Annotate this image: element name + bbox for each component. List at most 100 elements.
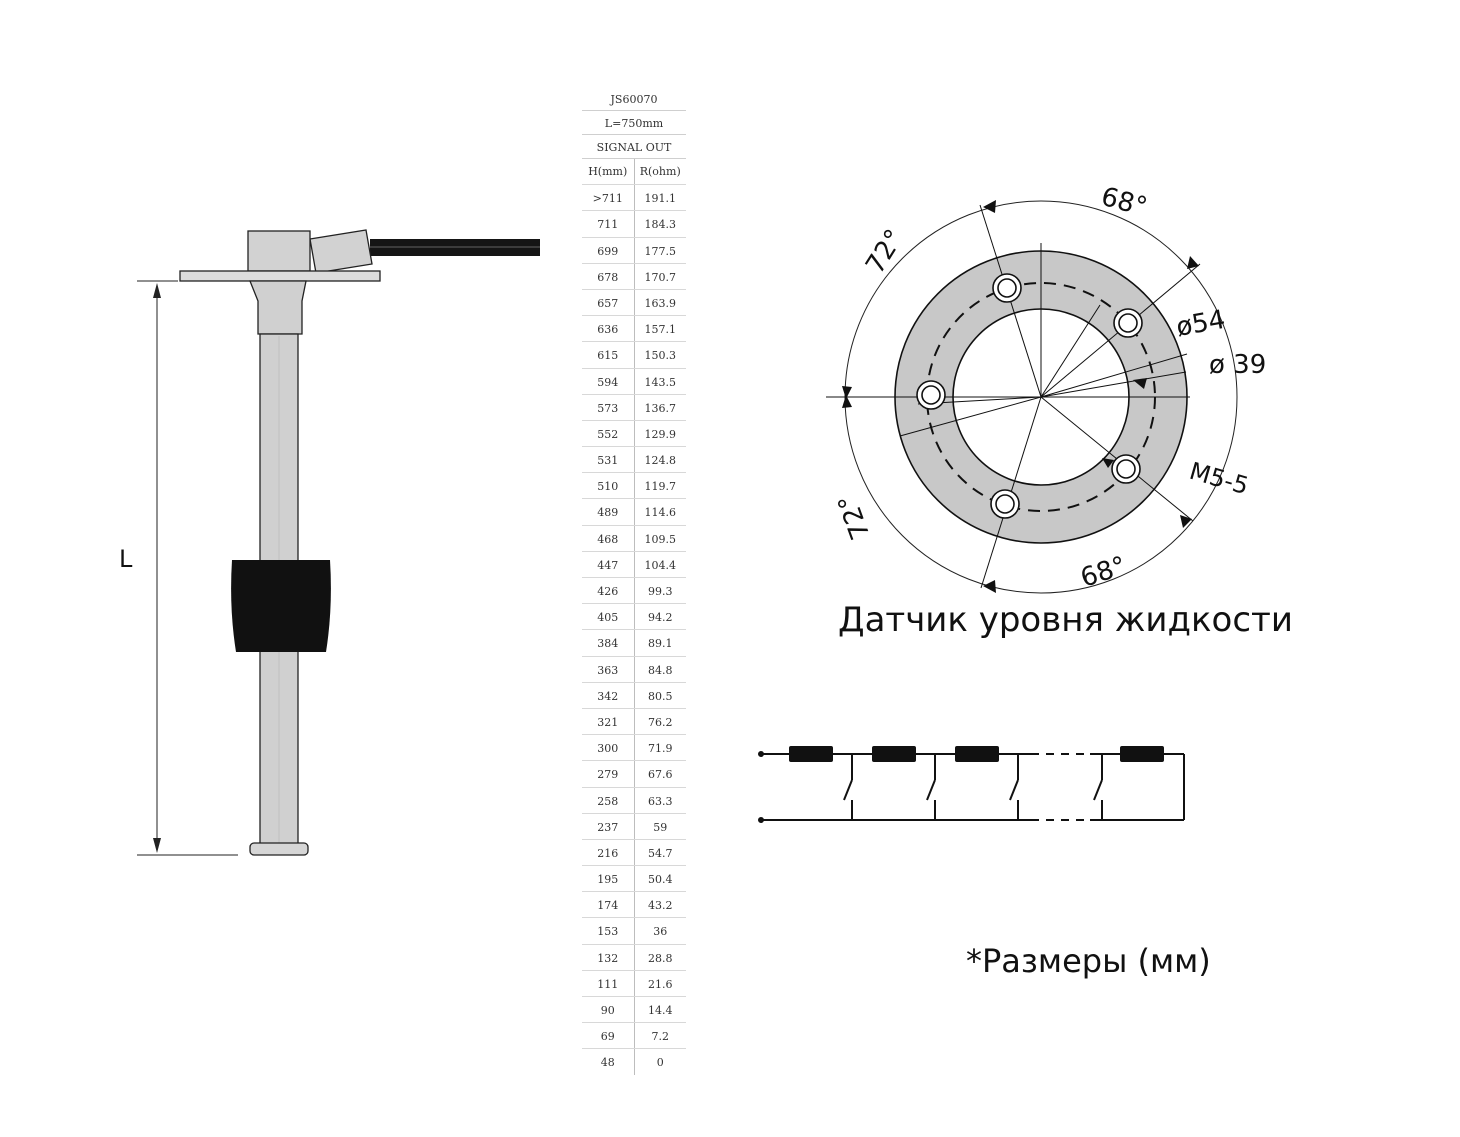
- column-header: H(mm): [582, 159, 635, 185]
- outer-diameter-label: ø54: [1174, 305, 1227, 343]
- height-cell: 237: [582, 813, 635, 839]
- height-cell: 69: [582, 1023, 635, 1049]
- angle-label-top-left: 72°: [860, 224, 910, 279]
- resistance-table: JS60070 L=750mm SIGNAL OUT H(mm) R(ohm) …: [582, 88, 686, 1075]
- height-cell: 573: [582, 394, 635, 420]
- resistance-cell: 71.9: [648, 742, 673, 756]
- height-cell: 342: [582, 682, 635, 708]
- table-row: 237 59: [582, 813, 686, 840]
- resistance-cell: 99.3: [648, 585, 673, 598]
- inner-diameter-label: ø 39: [1209, 350, 1266, 380]
- resistance-cell: 119.7: [644, 480, 677, 494]
- table-row: 552 129.9: [582, 420, 686, 448]
- resistance-cell: 89.1: [648, 637, 673, 651]
- resistance-cell: 28.8: [648, 951, 673, 965]
- resistance-cell: 104.4: [644, 558, 677, 572]
- table-length: L=750mm: [582, 111, 686, 135]
- table-row: >711 191.1: [582, 185, 686, 212]
- height-cell: 489: [582, 499, 635, 525]
- table-signal: SIGNAL OUT: [582, 135, 686, 159]
- height-cell: 426: [582, 578, 635, 604]
- column-header: R(ohm): [639, 165, 681, 178]
- height-cell: 363: [582, 656, 635, 682]
- height-cell: 258: [582, 787, 635, 813]
- resistance-cell: 191.1: [644, 192, 677, 206]
- height-cell: 699: [582, 237, 635, 263]
- resistance-cell: 143.5: [644, 375, 677, 389]
- height-cell: 216: [582, 839, 635, 866]
- table-row: 711 184.3: [582, 211, 686, 238]
- resistance-cell: 84.8: [648, 663, 673, 677]
- resistance-cell: 76.2: [648, 715, 673, 729]
- height-cell: 594: [582, 368, 635, 394]
- resistance-cell: 184.3: [644, 218, 677, 232]
- height-cell: 510: [582, 473, 635, 499]
- table-row: 489 114.6: [582, 499, 686, 526]
- height-cell: 468: [582, 525, 635, 551]
- table-row: 405 94.2: [582, 604, 686, 631]
- flange-top-view: 68° 72° 72° 68° ø54 ø 39 M5-5: [826, 182, 1266, 594]
- height-cell: 447: [582, 551, 635, 577]
- height-cell: 552: [582, 420, 635, 447]
- resistance-cell: 177.5: [644, 244, 677, 258]
- table-row: 132 28.8: [582, 944, 686, 971]
- height-cell: 531: [582, 447, 635, 473]
- height-cell: 405: [582, 604, 635, 630]
- table-row: 447 104.4: [582, 551, 686, 578]
- diagram-title: Датчик уровня жидкости: [838, 600, 1293, 640]
- height-cell: 711: [582, 211, 635, 237]
- sensor-head: [247, 230, 311, 272]
- resistance-cell: 43.2: [648, 899, 673, 913]
- bolt-hole: [1113, 308, 1143, 338]
- end-cap: [249, 842, 309, 856]
- height-cell: >711: [582, 185, 635, 211]
- connector: [309, 229, 373, 274]
- table-row: 384 89.1: [582, 630, 686, 657]
- angle-label-top-right: 68°: [1098, 182, 1150, 223]
- height-cell: 384: [582, 630, 635, 656]
- resistance-cell: 150.3: [644, 349, 677, 363]
- resistance-cell: 7.2: [651, 1030, 670, 1044]
- height-cell: 90: [582, 997, 635, 1023]
- resistance-cell: 170.7: [644, 270, 677, 284]
- table-row: 363 84.8: [582, 656, 686, 683]
- resistance-cell: 124.8: [644, 454, 677, 468]
- resistance-cell: 136.7: [644, 401, 677, 415]
- resistor: [789, 746, 833, 762]
- height-cell: 195: [582, 866, 635, 892]
- resistance-cell: 129.9: [644, 427, 677, 441]
- resistance-cell: 50.4: [648, 873, 673, 887]
- resistance-cell: 114.6: [644, 506, 677, 520]
- bolt-hole: [990, 489, 1020, 519]
- sensor-side-view: [137, 229, 540, 856]
- table-row: 195 50.4: [582, 866, 686, 893]
- table-model: JS60070: [582, 88, 686, 111]
- resistor: [872, 746, 916, 762]
- mount-flange: [179, 270, 381, 282]
- height-cell: 111: [582, 970, 635, 996]
- table-row: 594 143.5: [582, 368, 686, 395]
- table-row: 531 124.8: [582, 447, 686, 474]
- height-cell: 132: [582, 944, 635, 970]
- table-row: 573 136.7: [582, 394, 686, 421]
- table-row: 699 177.5: [582, 237, 686, 264]
- table-row: 426 99.3: [582, 578, 686, 605]
- resistance-cell: 94.2: [648, 611, 673, 625]
- resistance-cell: 67.6: [648, 768, 673, 782]
- resistance-cell: 59: [653, 820, 668, 834]
- resistor: [1120, 746, 1164, 762]
- height-cell: 174: [582, 892, 635, 918]
- bolt-hole: [916, 380, 946, 410]
